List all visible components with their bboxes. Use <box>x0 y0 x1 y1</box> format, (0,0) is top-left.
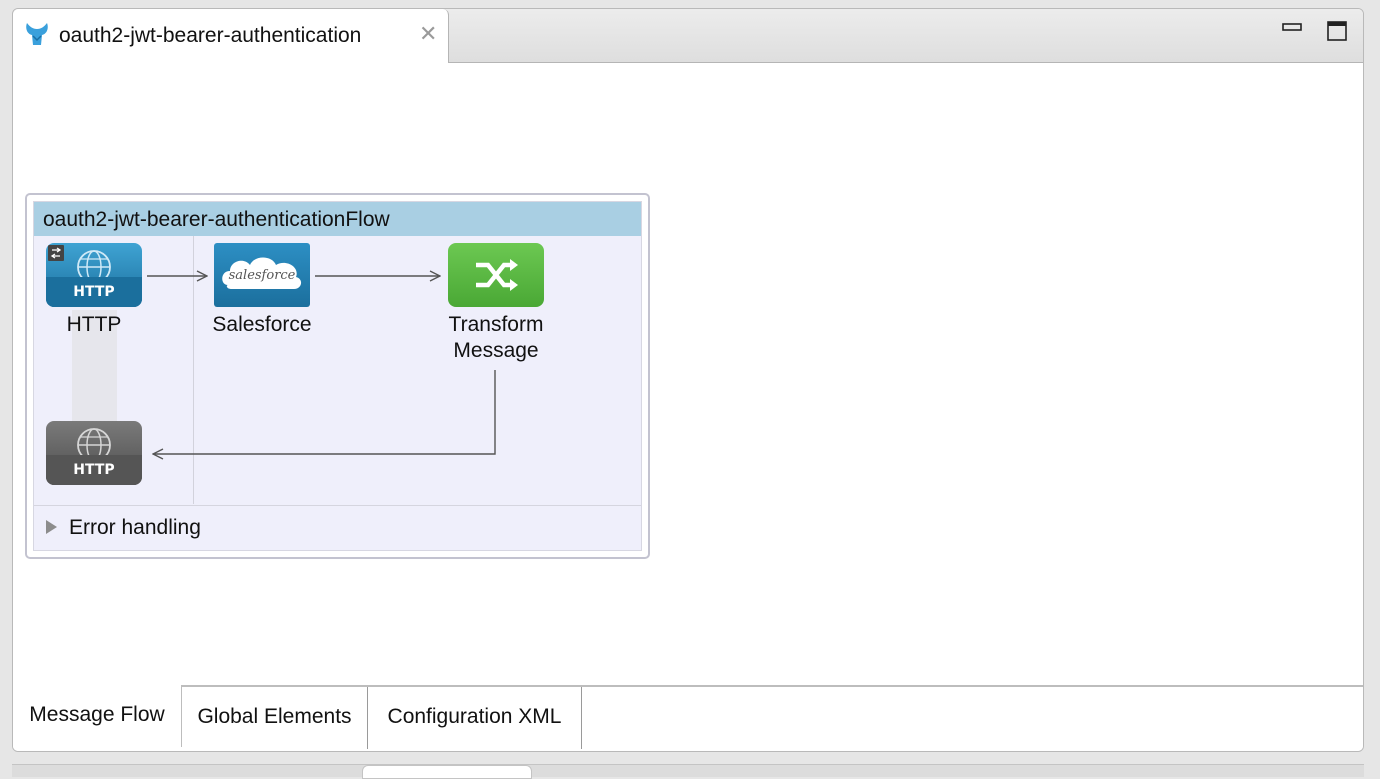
editor-window: oauth2-jwt-bearer-authentication ✕ oauth… <box>12 8 1364 752</box>
http-listener-node[interactable]: HTTP <box>46 243 142 307</box>
lower-panel-edge <box>12 764 1364 779</box>
globe-icon: HTTP <box>46 428 142 485</box>
tab-message-flow-label: Message Flow <box>29 703 165 726</box>
flow-connectors <box>147 202 496 552</box>
salesforce-node[interactable]: salesforce <box>214 243 310 307</box>
svg-text:HTTP: HTTP <box>73 462 114 478</box>
tab-configuration-xml[interactable]: Configuration XML <box>368 687 582 749</box>
tab-separator-line <box>181 685 1363 687</box>
editor-view-tabs: Message Flow Global Elements Configurati… <box>13 685 1363 751</box>
salesforce-cloud-icon: salesforce <box>222 257 302 289</box>
transform-label-line1: Transform <box>448 313 544 336</box>
flow-title: oauth2-jwt-bearer-authenticationFlow <box>43 208 390 231</box>
shuffle-icon <box>476 259 518 291</box>
expand-triangle-icon[interactable] <box>46 520 57 534</box>
flow-container[interactable]: oauth2-jwt-bearer-authenticationFlow <box>25 193 650 559</box>
transform-message-node[interactable] <box>448 243 544 307</box>
salesforce-label: Salesforce <box>212 313 312 336</box>
http-listener-label: HTTP <box>66 313 122 336</box>
error-handling-label: Error handling <box>69 516 201 539</box>
tab-message-flow[interactable]: Message Flow <box>13 685 182 747</box>
editor-tab-bar: oauth2-jwt-bearer-authentication ✕ <box>13 9 1363 63</box>
editor-tab[interactable]: oauth2-jwt-bearer-authentication ✕ <box>13 9 449 63</box>
mule-icon <box>26 23 48 45</box>
minimize-icon[interactable] <box>1281 19 1305 43</box>
transform-message-label: Transform Message <box>431 312 561 364</box>
http-response-node[interactable]: HTTP <box>46 421 142 485</box>
svg-text:HTTP: HTTP <box>73 284 114 300</box>
tab-global-elements-label: Global Elements <box>197 705 352 728</box>
tab-global-elements[interactable]: Global Elements <box>182 687 368 749</box>
flow-body: oauth2-jwt-bearer-authenticationFlow <box>33 201 642 551</box>
error-handling-section[interactable]: Error handling <box>34 505 641 552</box>
globe-icon: HTTP <box>46 245 142 307</box>
source-divider <box>193 236 194 504</box>
maximize-icon[interactable] <box>1325 19 1349 43</box>
close-icon[interactable]: ✕ <box>419 21 438 46</box>
response-lane <box>72 310 117 428</box>
svg-text:salesforce: salesforce <box>229 268 296 283</box>
flow-canvas[interactable]: oauth2-jwt-bearer-authenticationFlow <box>13 63 1363 685</box>
lower-panel-tab[interactable] <box>362 765 532 779</box>
editor-tab-title: oauth2-jwt-bearer-authentication <box>59 24 362 47</box>
flow-header[interactable]: oauth2-jwt-bearer-authenticationFlow <box>34 202 641 236</box>
tab-configuration-xml-label: Configuration XML <box>387 705 562 728</box>
transform-label-line2: Message <box>453 339 539 362</box>
